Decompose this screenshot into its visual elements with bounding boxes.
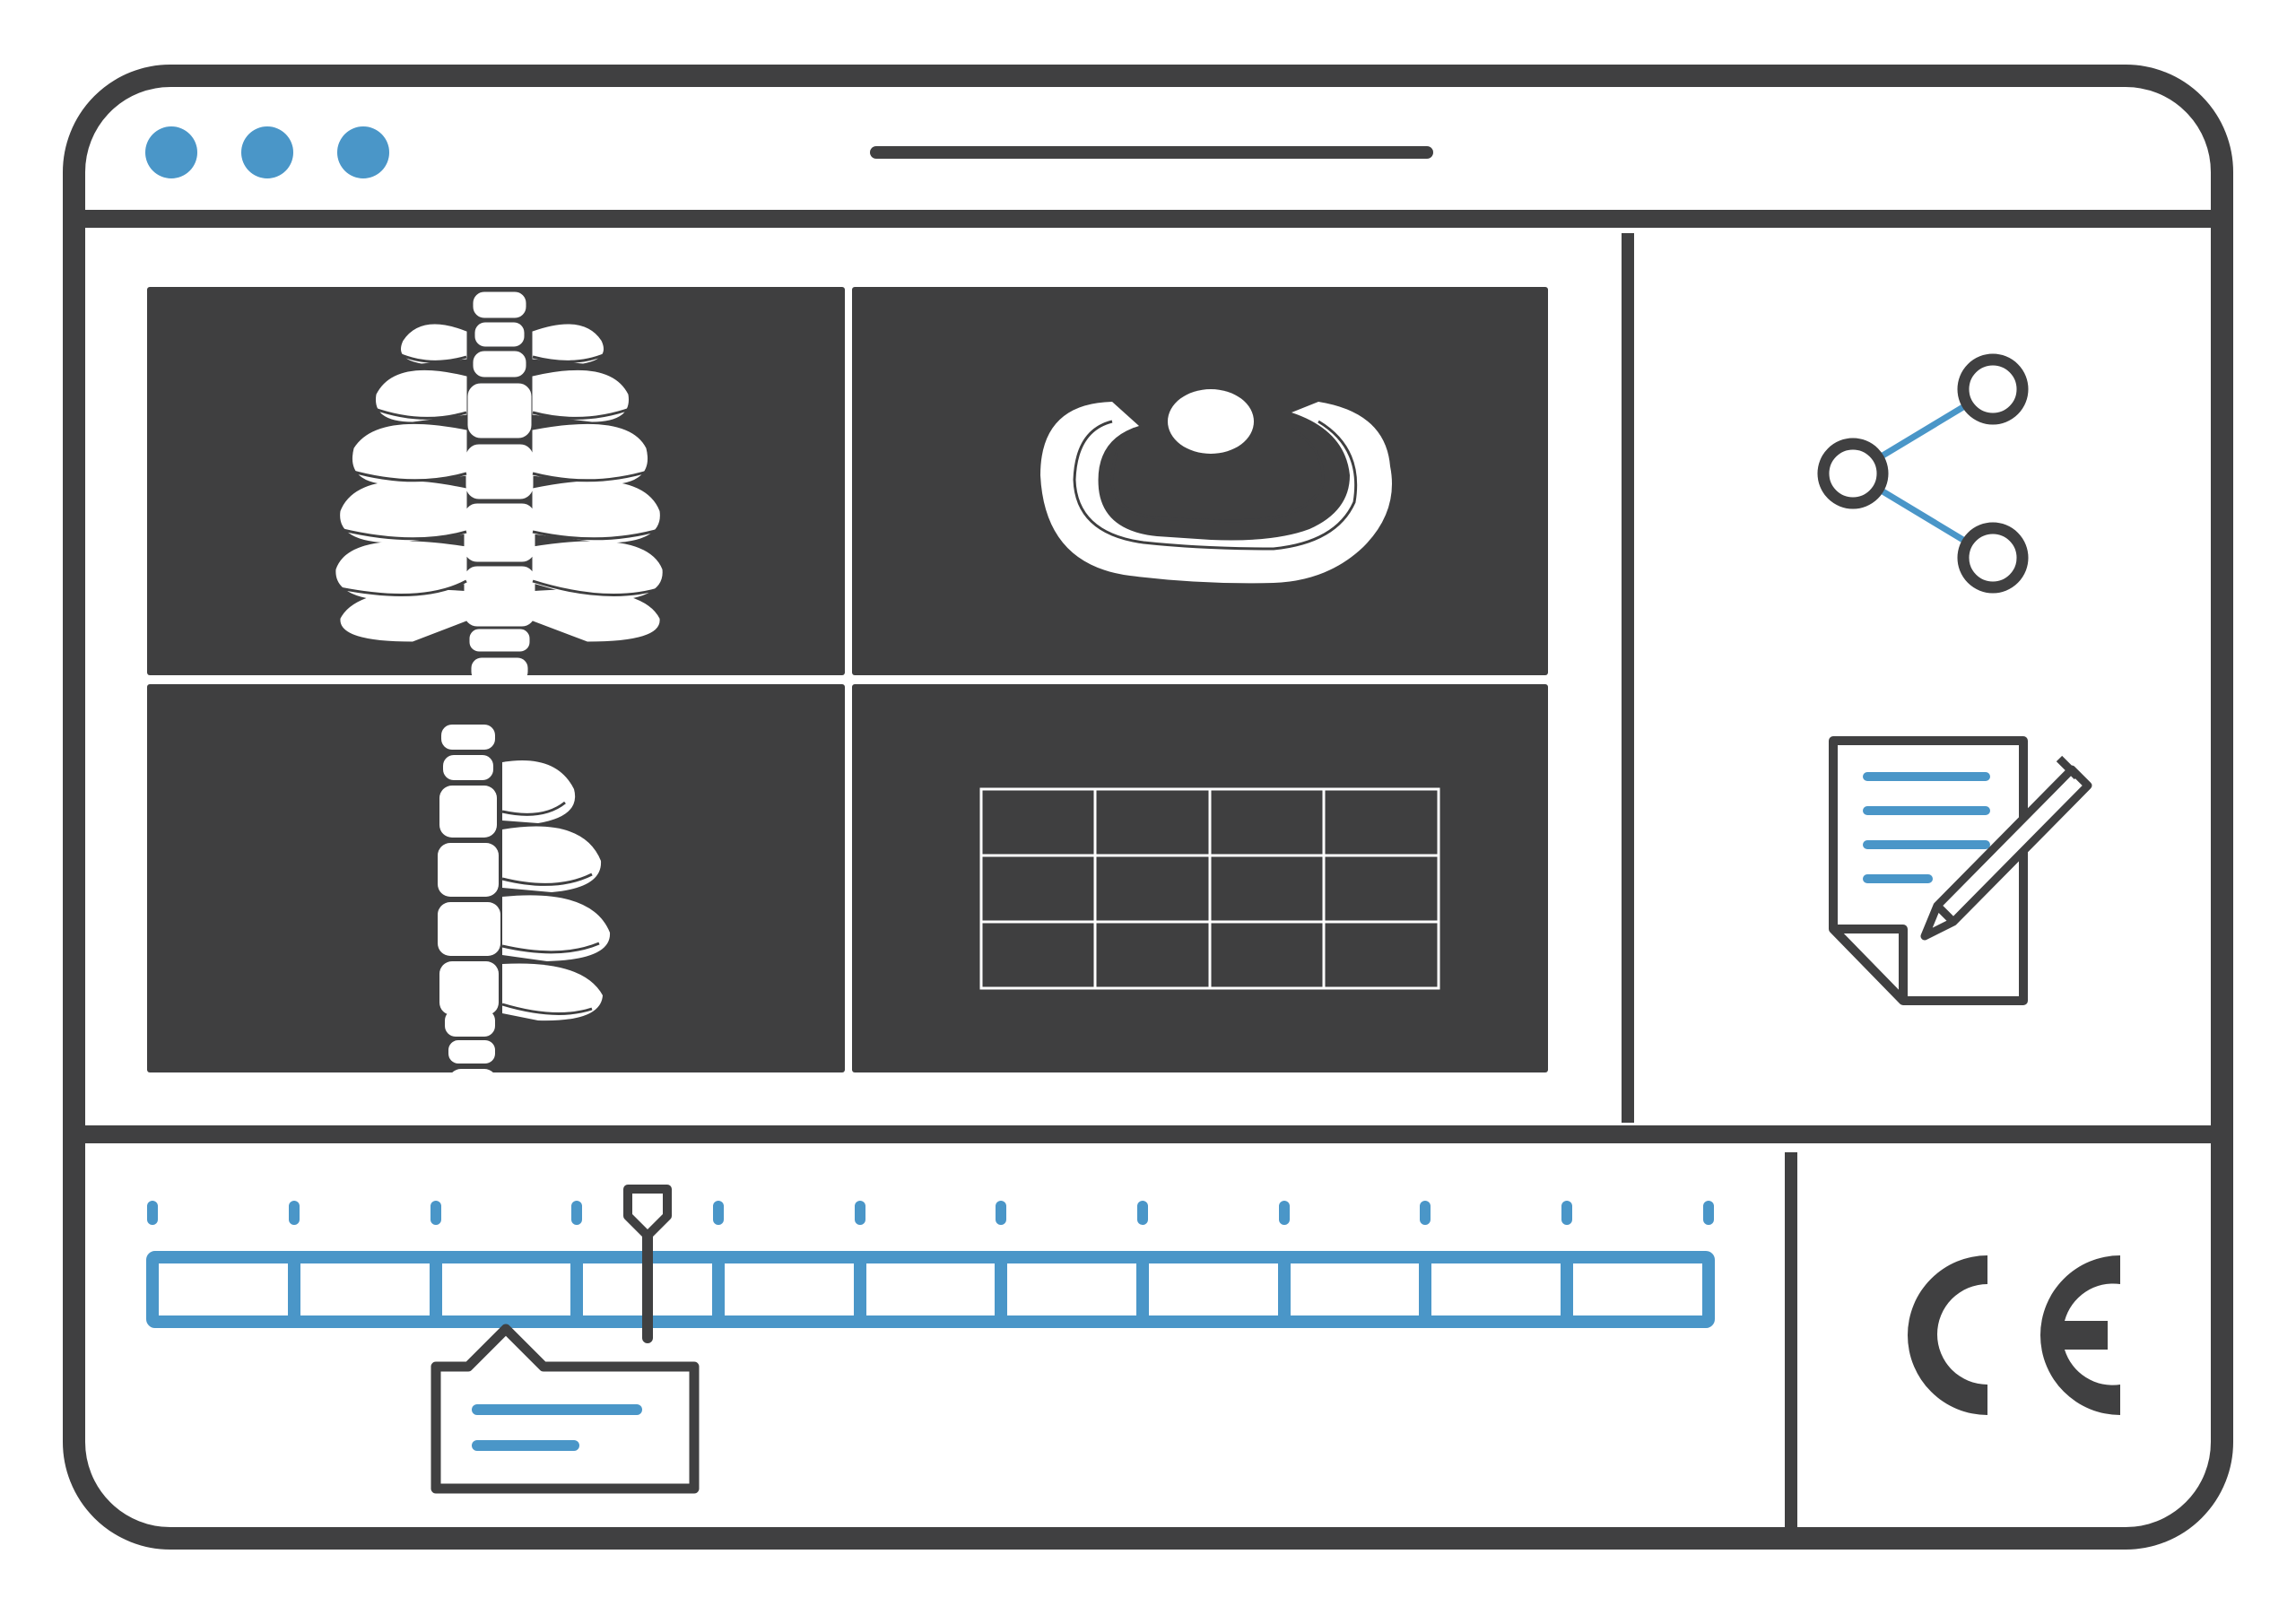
window-close-dot[interactable] xyxy=(145,126,197,178)
spine-lateral-icon xyxy=(438,725,611,1107)
timeline-track[interactable] xyxy=(146,1201,1715,1328)
axial-slice-icon xyxy=(1040,389,1392,584)
side-panel-divider[interactable] xyxy=(1622,233,1634,1123)
viewport-axial-slice[interactable] xyxy=(852,287,1548,675)
address-bar[interactable] xyxy=(870,146,1433,159)
ribcage-frontal-icon xyxy=(335,291,663,682)
cert-panel-divider xyxy=(1785,1152,1797,1532)
timeline-divider xyxy=(81,1125,2215,1143)
timeline-annotation-popup[interactable] xyxy=(430,1324,700,1494)
edit-report-icon[interactable] xyxy=(1829,736,2092,1005)
window-maximize-dot[interactable] xyxy=(337,126,389,178)
titlebar-divider xyxy=(81,210,2215,228)
share-icon[interactable] xyxy=(1817,353,2029,594)
ce-mark-icon xyxy=(1908,1255,2120,1415)
timeline-playhead[interactable] xyxy=(623,1185,672,1343)
grid-table-icon xyxy=(979,787,1440,990)
viewport-data-grid[interactable] xyxy=(852,684,1548,1072)
window-minimize-dot[interactable] xyxy=(241,126,293,178)
